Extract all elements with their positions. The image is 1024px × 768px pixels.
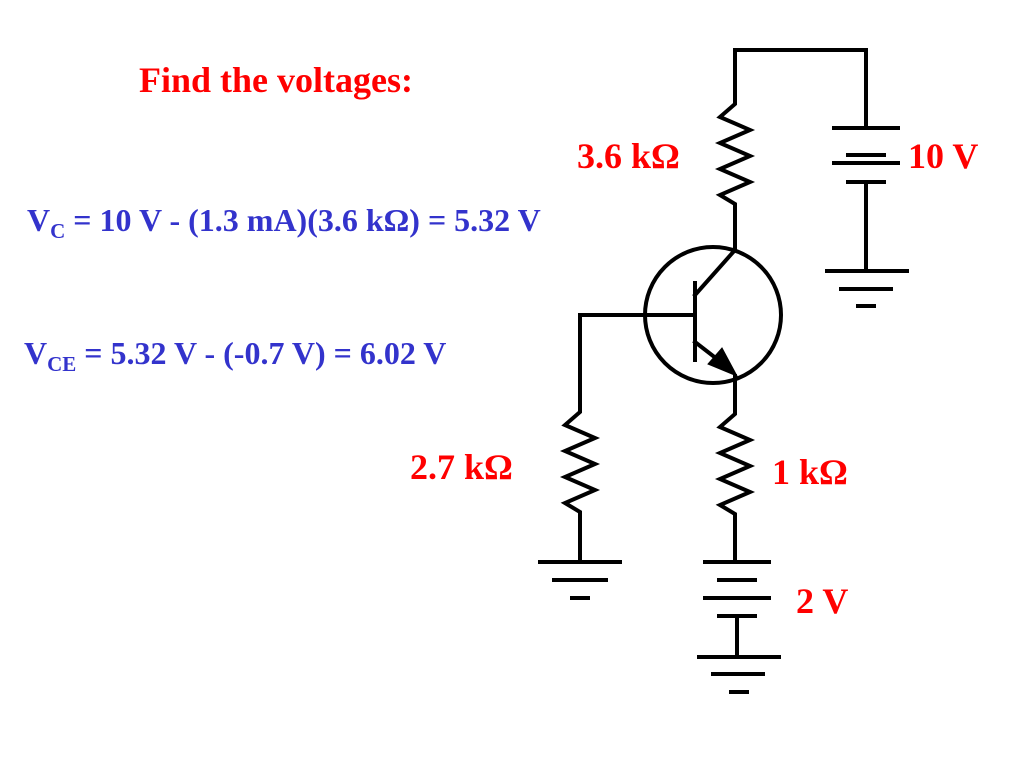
emitter-source-label: 2 V bbox=[796, 581, 849, 621]
problem-title: Find the voltages: bbox=[139, 60, 413, 100]
vce-var: V bbox=[24, 335, 48, 371]
vce-subscript: CE bbox=[47, 352, 77, 376]
transistor-collector-lead bbox=[692, 247, 738, 298]
emitter-resistor-label: 1 kΩ bbox=[772, 452, 848, 492]
vc-subscript: C bbox=[50, 219, 66, 243]
vce-expression: = 5.32 V - (-0.7 V) = 6.02 V bbox=[76, 335, 447, 371]
collector-resistor-label: 3.6 kΩ bbox=[577, 136, 680, 176]
vce-equation: VCE = 5.32 V - (-0.7 V) = 6.02 V bbox=[24, 335, 447, 375]
vc-equation: VC = 10 V - (1.3 mA)(3.6 kΩ) = 5.32 V bbox=[27, 202, 541, 242]
top-wire bbox=[733, 48, 868, 130]
base-resistor-label: 2.7 kΩ bbox=[410, 447, 513, 487]
base-wire bbox=[578, 313, 697, 410]
supply-voltage-label: 10 V bbox=[908, 136, 979, 176]
emitter-arrow-icon bbox=[707, 347, 739, 377]
base-resistor bbox=[559, 406, 601, 562]
emitter-resistor bbox=[714, 408, 756, 562]
vc-var: V bbox=[27, 202, 51, 238]
vc-expression: = 10 V - (1.3 mA)(3.6 kΩ) = 5.32 V bbox=[65, 202, 541, 238]
collector-resistor bbox=[714, 98, 756, 252]
